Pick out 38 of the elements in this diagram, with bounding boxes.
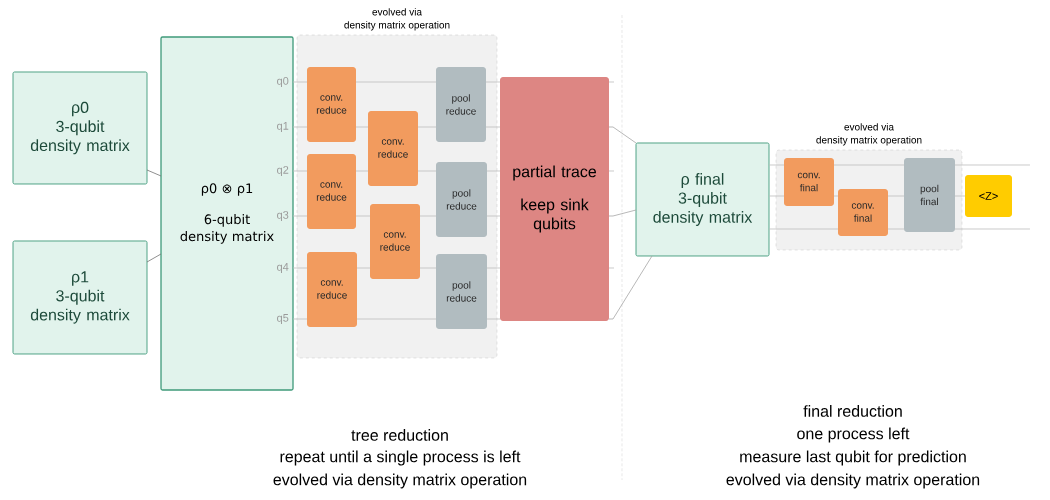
conv-gate: conv. reduce bbox=[368, 111, 418, 186]
node-label: evolved via bbox=[372, 8, 422, 16]
partial-trace-box: partial trace keep sink qubits bbox=[500, 77, 609, 321]
measurement-box: <Z> bbox=[965, 175, 1012, 217]
conv-gate: conv. reduce bbox=[370, 204, 420, 279]
qubit-label: q5 bbox=[277, 314, 289, 324]
qubit-label: q0 bbox=[277, 77, 289, 87]
caption-text: final reduction bbox=[803, 405, 902, 417]
qubit-label: q4 bbox=[277, 263, 289, 273]
connector-line bbox=[608, 255, 653, 320]
qubit-label: q2 bbox=[277, 166, 289, 176]
node-label: evolved via bbox=[844, 123, 894, 131]
caption-text: measure last qubit for prediction bbox=[740, 450, 966, 466]
pool-gate: pool reduce bbox=[436, 67, 486, 142]
caption-text: evolved via density matrix operation bbox=[273, 473, 527, 489]
conv-gate: conv. reduce bbox=[307, 252, 357, 327]
connector-line bbox=[146, 169, 162, 177]
pool-gate: pool reduce bbox=[436, 254, 487, 329]
caption-text: repeat until a single process is left bbox=[280, 450, 521, 466]
matrix-box: ρ0 3-qubit density matrix bbox=[12, 71, 148, 185]
matrix-box: ρ final 3-qubit density matrix bbox=[635, 142, 770, 257]
node-label: density matrix operation bbox=[816, 136, 922, 146]
conv-gate: conv. final bbox=[784, 158, 834, 206]
matrix-box: ρ1 3-qubit density matrix bbox=[12, 240, 148, 355]
qubit-label: q3 bbox=[277, 211, 289, 221]
node-label: density matrix operation bbox=[344, 21, 450, 31]
connector-line bbox=[146, 253, 162, 263]
caption-text: one process left bbox=[797, 427, 910, 443]
conv-gate: conv. reduce bbox=[307, 67, 356, 142]
caption-text: tree reduction bbox=[351, 429, 448, 441]
pool-gate: pool final bbox=[904, 158, 955, 232]
connector-line bbox=[608, 126, 637, 144]
conv-gate: conv. final bbox=[838, 189, 888, 236]
conv-gate: conv. reduce bbox=[307, 154, 356, 229]
pool-gate: pool reduce bbox=[436, 162, 487, 237]
qubit-label: q1 bbox=[277, 122, 289, 132]
connector-line bbox=[608, 209, 637, 217]
caption-text: evolved via density matrix operation bbox=[726, 473, 980, 489]
